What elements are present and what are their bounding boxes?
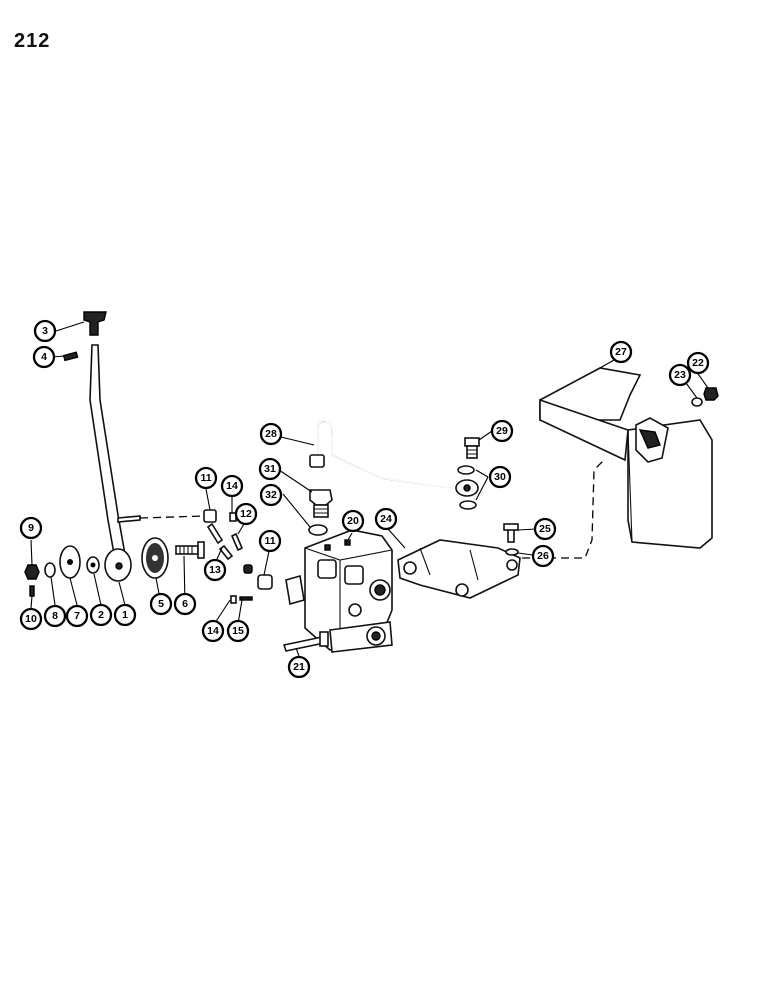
plate (59, 545, 81, 579)
svg-text:5: 5 (158, 598, 164, 610)
callout-22: 22 (686, 351, 710, 375)
callout-1: 1 (113, 603, 137, 627)
svg-text:29: 29 (496, 425, 508, 437)
callout-10: 10 (19, 607, 43, 631)
callout-13: 13 (203, 558, 227, 582)
callout-3: 3 (33, 319, 57, 343)
svg-text:13: 13 (209, 564, 221, 576)
svg-text:12: 12 (240, 508, 252, 520)
lever-knob (83, 311, 107, 336)
callout-28: 28 (259, 422, 283, 446)
callout-15: 15 (226, 619, 250, 643)
svg-text:4: 4 (41, 351, 47, 363)
callout-23: 23 (668, 363, 692, 387)
svg-text:3: 3 (42, 325, 48, 337)
callout-31: 31 (258, 457, 282, 481)
svg-text:31: 31 (264, 463, 276, 475)
banjo-bolt (464, 437, 480, 459)
oil-reservoir (539, 367, 713, 549)
svg-text:10: 10 (25, 613, 37, 625)
svg-text:27: 27 (615, 346, 627, 358)
svg-text:32: 32 (265, 489, 277, 501)
bracket-bolt (503, 523, 519, 543)
clevis-upper (203, 509, 217, 523)
callout-26: 26 (531, 544, 555, 568)
svg-text:14: 14 (226, 480, 238, 492)
svg-text:14: 14 (207, 625, 219, 637)
spacer (86, 556, 100, 574)
banjo-fitting (455, 479, 479, 497)
svg-text:30: 30 (494, 471, 506, 483)
cap-gasket (691, 397, 703, 407)
callout-14-upper: 14 (220, 474, 244, 498)
callout-25: 25 (533, 517, 557, 541)
callout-30: 30 (488, 465, 512, 489)
svg-text:11: 11 (200, 472, 211, 484)
washer (44, 562, 56, 578)
hydraulic-tube (309, 421, 467, 489)
pin-lower (230, 595, 253, 604)
callout-8: 8 (43, 604, 67, 628)
callout-12: 12 (234, 502, 258, 526)
carriage-bolt (175, 541, 205, 559)
svg-text:25: 25 (539, 523, 551, 535)
callout-9: 9 (19, 516, 43, 540)
callout-6: 6 (173, 592, 197, 616)
valve-bolt (282, 631, 329, 652)
clevis-lower (243, 564, 273, 590)
seal-washers (457, 465, 477, 510)
adapter-fitting (309, 489, 333, 518)
svg-text:7: 7 (74, 610, 80, 622)
callout-24: 24 (374, 507, 398, 531)
svg-text:23: 23 (674, 369, 686, 381)
svg-text:11: 11 (264, 535, 275, 547)
callout-32: 32 (259, 483, 283, 507)
callout-2: 2 (89, 603, 113, 627)
callout-21: 21 (287, 655, 311, 679)
svg-text:2: 2 (98, 609, 104, 621)
svg-text:9: 9 (28, 522, 34, 534)
callout-4: 4 (32, 345, 56, 369)
callout-27: 27 (609, 340, 633, 364)
lock-washer (505, 548, 519, 556)
filler-cap (703, 387, 719, 401)
set-screw (62, 351, 79, 362)
cotter-pin (29, 585, 35, 597)
friction-disc (141, 537, 169, 579)
page-number: 212 (14, 30, 51, 52)
svg-text:22: 22 (692, 357, 704, 369)
svg-text:26: 26 (537, 550, 549, 562)
callout-11-lower: 11 (258, 529, 282, 553)
svg-text:24: 24 (380, 513, 392, 525)
callout-11-upper: 11 (194, 466, 218, 490)
control-valve-body (285, 529, 393, 653)
o-ring (308, 524, 328, 536)
control-lever (89, 344, 141, 582)
callout-29: 29 (490, 419, 514, 443)
linkage-rod-b (218, 532, 244, 561)
linkage-rod-a (206, 522, 224, 545)
svg-text:15: 15 (232, 625, 244, 637)
nut (24, 564, 40, 580)
svg-text:8: 8 (52, 610, 58, 622)
callout-5: 5 (149, 592, 173, 616)
svg-text:28: 28 (265, 428, 277, 440)
svg-text:6: 6 (182, 598, 188, 610)
callout-20: 20 (341, 509, 365, 533)
svg-text:1: 1 (122, 609, 128, 621)
svg-text:20: 20 (347, 515, 359, 527)
mounting-bracket (397, 539, 521, 599)
callout-7: 7 (65, 604, 89, 628)
svg-text:21: 21 (293, 661, 305, 673)
callout-14-lower: 14 (201, 619, 225, 643)
